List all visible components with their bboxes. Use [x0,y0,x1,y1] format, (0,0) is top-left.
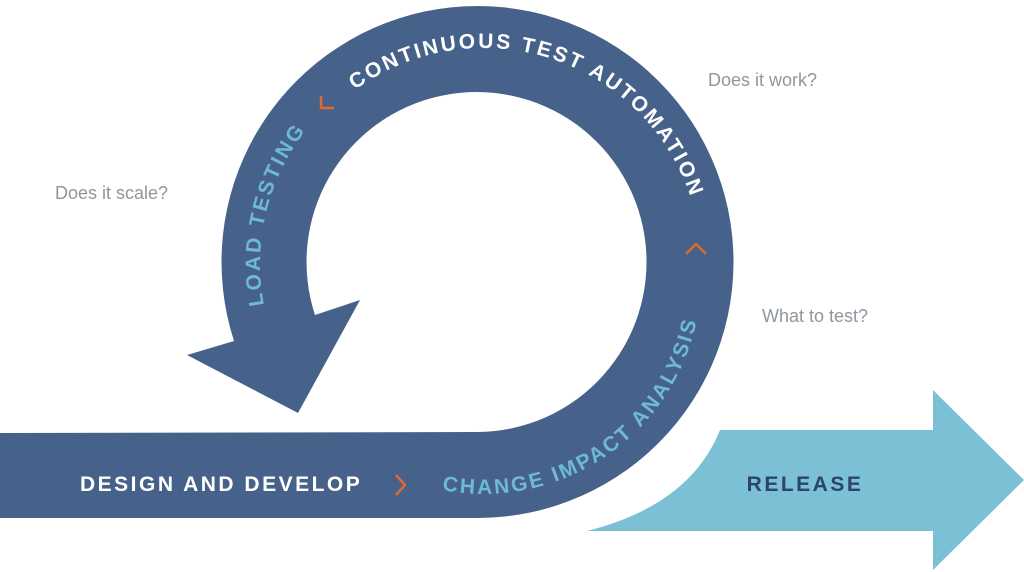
chevron-right-icon [395,474,407,496]
chevron-corner-icon [319,96,334,110]
release-arrow [587,390,1024,570]
question-does-it-work: Does it work? [708,70,817,90]
stage-release: RELEASE [747,473,864,496]
stage-design-and-develop: DESIGN AND DEVELOP [80,473,362,496]
question-does-it-scale: Does it scale? [55,183,168,203]
chevron-up-icon [685,242,707,255]
question-what-to-test: What to test? [762,306,868,326]
cycle-arrow [0,6,734,519]
